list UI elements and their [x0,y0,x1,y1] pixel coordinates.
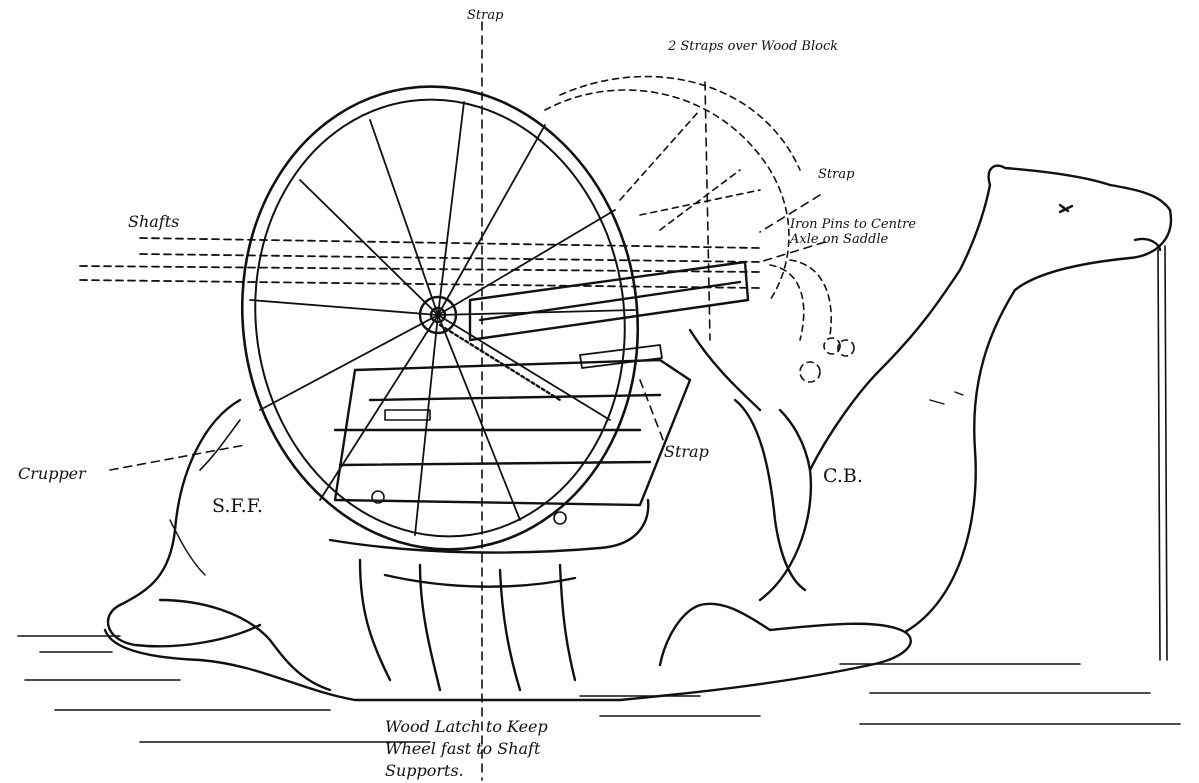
label-strap-top: Strap [467,8,504,23]
wheel-spokes [249,101,636,536]
label-shafts: Shafts [128,212,180,231]
gun-wheel [240,85,640,551]
shafts-dashed [79,237,761,289]
ground-lines [17,635,1181,743]
label-wood-latch-1: Wood Latch to Keep [385,717,548,736]
leader-lines [109,21,826,781]
label-iron-pins-2: Axle on Saddle [790,232,889,247]
label-cb: C.B. [823,465,863,487]
label-two-straps: 2 Straps over Wood Block [668,39,839,54]
label-strap-right: Strap [818,167,855,182]
camel-body [103,164,1173,702]
raised-wheel-dashed [544,75,855,383]
carriage-axle [438,260,750,402]
label-wood-latch-2: Wheel fast to Shaft [385,739,541,758]
label-sff: S.F.F. [212,495,263,517]
label-strap-lower: Strap [664,442,709,461]
label-iron-pins-1: Iron Pins to Centre [790,217,917,232]
label-wood-latch-3: Supports. [385,761,464,780]
label-crupper: Crupper [18,464,86,483]
